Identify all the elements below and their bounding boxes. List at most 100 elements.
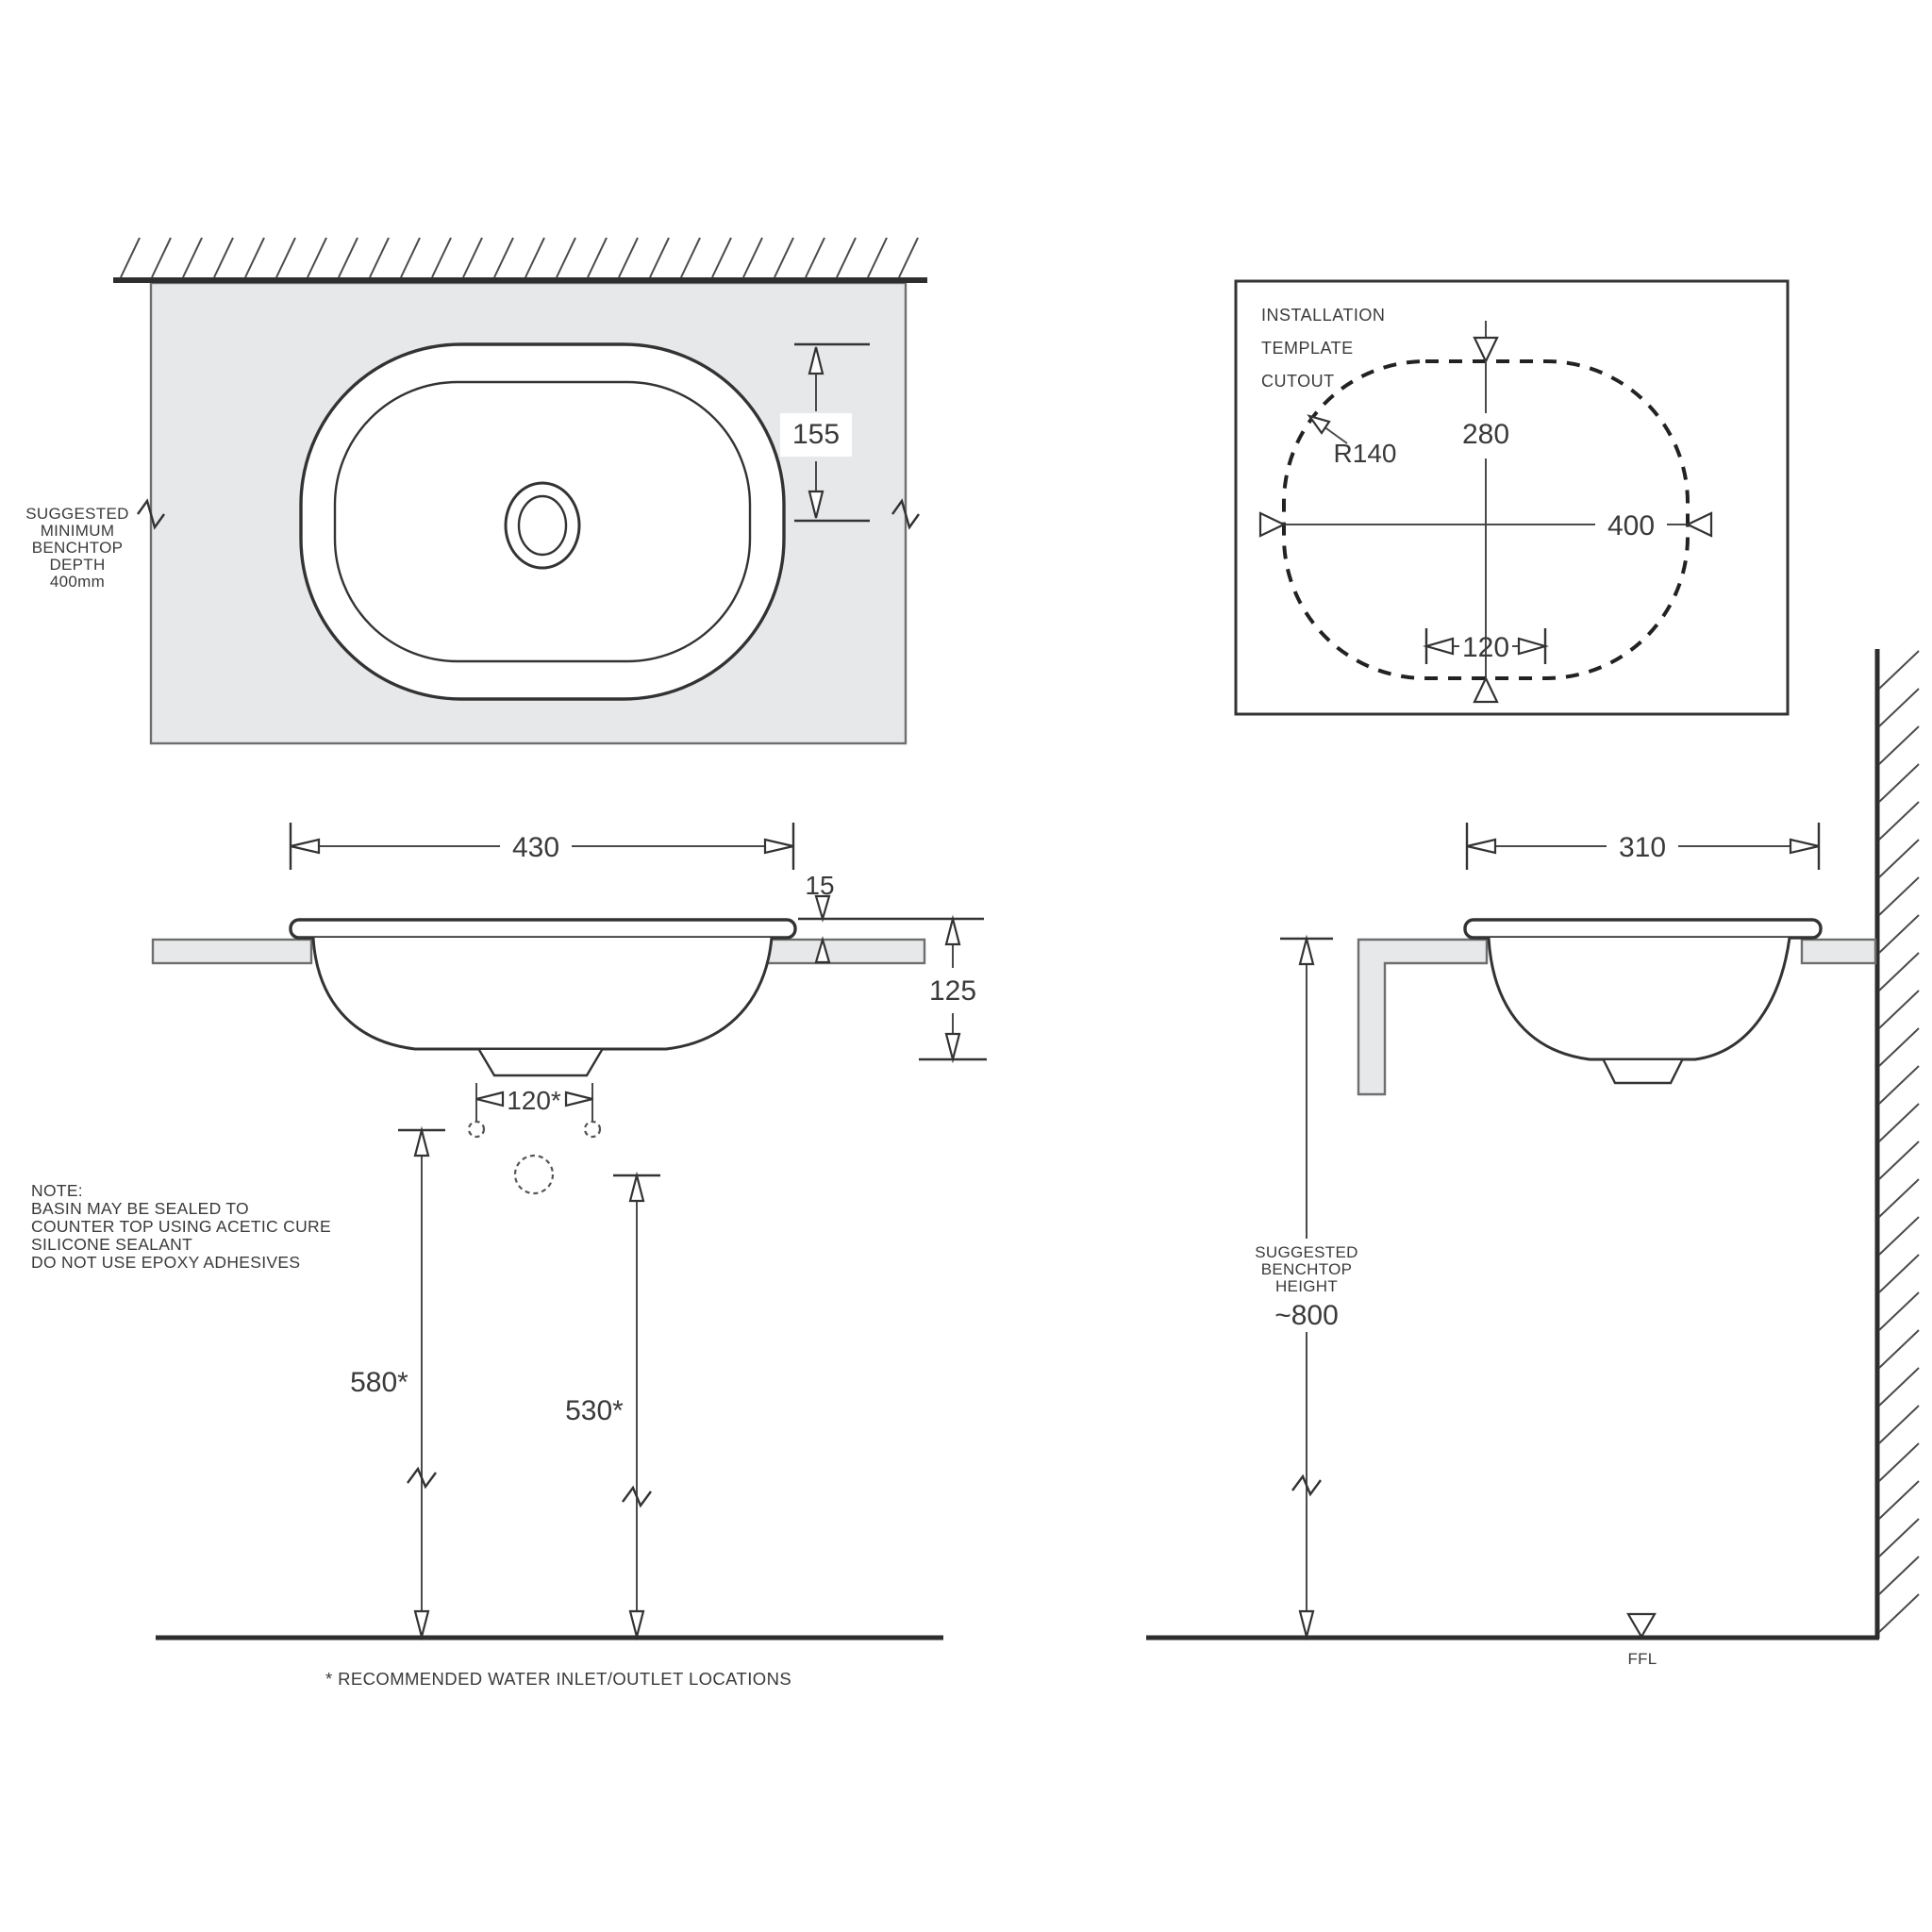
arrow-right-icon <box>763 838 794 855</box>
note-line: COUNTER TOP USING ACETIC CURE <box>31 1217 331 1236</box>
arrow-right-icon <box>1517 637 1550 656</box>
note-line: BENCHTOP <box>32 539 124 557</box>
note-line: DO NOT USE EPOXY ADHESIVES <box>31 1253 300 1272</box>
note-line: 400mm <box>50 573 105 591</box>
arrow-up-icon <box>1473 675 1499 704</box>
dim-label-155: 155 <box>792 419 840 450</box>
drain-outer-plan <box>504 481 581 570</box>
arrow-left-icon <box>1685 511 1713 538</box>
arrow-right-icon <box>1258 511 1287 538</box>
ffl-marker: FFL <box>1626 1612 1657 1668</box>
dim-label-430: 430 <box>512 832 559 863</box>
break-symbol <box>407 1466 437 1490</box>
basin-rim-side <box>1463 918 1823 940</box>
dim-label-125: 125 <box>929 975 976 1007</box>
dimension-120-inlets: 120* <box>475 1083 593 1121</box>
dimension-155: 155 <box>780 342 870 523</box>
dimension-125: 125 <box>917 914 989 1064</box>
note-line: BASIN MAY BE SEALED TO <box>31 1199 249 1218</box>
arrow-up-icon <box>628 1171 645 1203</box>
wall-hatch-plan <box>120 237 919 278</box>
template-title-line: CUTOUT <box>1261 372 1335 391</box>
template-title-line: INSTALLATION <box>1261 306 1385 325</box>
arrow-left-icon <box>1466 838 1497 855</box>
arrow-down-icon <box>628 1609 645 1641</box>
arrow-down-icon <box>1298 1609 1315 1641</box>
dimension-430: 430 <box>289 823 795 870</box>
note-line: HEIGHT <box>1275 1277 1338 1295</box>
arrow-right-icon <box>564 1091 593 1108</box>
dimension-580: 580* <box>350 1125 445 1641</box>
note-line: NOTE: <box>31 1181 83 1200</box>
benchtop-section-wall-side <box>1800 938 1877 965</box>
footer-note: * RECOMMENDED WATER INLET/OUTLET LOCATIO… <box>325 1669 791 1689</box>
benchtop-section-right <box>762 938 926 965</box>
note-line: SUGGESTED <box>25 505 128 523</box>
basin-bowl-front <box>311 937 774 1051</box>
arrow-up-icon <box>814 936 831 964</box>
dimension-280: 280 <box>1450 321 1522 704</box>
arrow-up-icon <box>1298 934 1315 966</box>
basin-rim-front <box>289 918 797 940</box>
arrow-left-icon <box>290 838 321 855</box>
arrow-upleft-icon <box>1307 414 1331 435</box>
arrow-up-icon <box>944 914 961 946</box>
datum-triangle-icon <box>1626 1612 1657 1640</box>
arrow-left-icon <box>1422 637 1455 656</box>
arrow-down-icon <box>413 1609 430 1641</box>
arrow-up-icon <box>413 1125 430 1158</box>
dim-label-280: 280 <box>1462 419 1509 450</box>
drain-side <box>1602 1059 1684 1085</box>
dim-label-580: 580* <box>350 1367 408 1398</box>
note-line: MINIMUM <box>41 522 115 540</box>
benchtop-section-left <box>151 938 313 965</box>
dim-label-15: 15 <box>805 871 834 900</box>
water-inlet-left <box>467 1120 486 1139</box>
note-line: SUGGESTED <box>1255 1243 1357 1261</box>
dim-label-400: 400 <box>1607 510 1655 541</box>
arrow-right-icon <box>1789 838 1820 855</box>
drain-front <box>477 1049 604 1077</box>
basin-inner-edge-plan <box>333 380 752 663</box>
break-symbol-left <box>137 498 165 530</box>
drain-inner-plan <box>517 494 568 557</box>
template-box <box>1234 279 1790 716</box>
front-elevation-view: 430 15 125 <box>31 823 989 1641</box>
arrow-up-icon <box>808 346 824 375</box>
water-outlet <box>513 1154 555 1195</box>
dimension-400: 400 <box>1258 503 1713 546</box>
sealant-note: NOTE: BASIN MAY BE SEALED TO COUNTER TOP… <box>31 1181 331 1272</box>
benchtop-section-front-edge <box>1357 938 1489 1096</box>
dim-label-800: ~800 <box>1274 1300 1339 1331</box>
arrow-down-icon <box>808 490 824 519</box>
note-line: SILICONE SEALANT <box>31 1235 192 1254</box>
dim-label-r140: R140 <box>1334 439 1397 468</box>
note-line: DEPTH <box>49 556 105 574</box>
benchtop-depth-note: SUGGESTED MINIMUM BENCHTOP DEPTH 400mm <box>25 505 128 591</box>
break-symbol-right <box>891 498 920 530</box>
arrow-down-icon <box>944 1032 961 1064</box>
dim-label-530: 530* <box>565 1395 624 1426</box>
plan-view: 155 SUGGESTED MINIMUM BENCHTOP DEPTH 400… <box>25 237 927 745</box>
dimension-310: 310 <box>1465 823 1821 870</box>
dimension-120-template: 120 <box>1422 628 1550 664</box>
wall-hatch-side <box>1878 650 1920 1633</box>
basin-bowl-side <box>1487 937 1791 1061</box>
dim-label-120: 120 <box>1462 632 1509 663</box>
side-elevation-view: 310 SUGGESTED BENCHTOP HEIGHT ~800 F <box>1255 649 1920 1668</box>
dim-label-120-inlets: 120* <box>507 1086 561 1115</box>
break-symbol <box>1291 1474 1322 1497</box>
cutout-template-view: INSTALLATION TEMPLATE CUTOUT 280 400 <box>1234 279 1790 716</box>
arrow-down-icon <box>814 894 831 923</box>
dimension-530: 530* <box>565 1171 660 1641</box>
template-title-line: TEMPLATE <box>1261 339 1354 358</box>
break-symbol <box>622 1485 652 1508</box>
arrow-left-icon <box>475 1091 505 1108</box>
dimension-800: SUGGESTED BENCHTOP HEIGHT ~800 <box>1255 934 1357 1641</box>
dim-label-310: 310 <box>1619 832 1666 863</box>
dimension-r140: R140 <box>1307 414 1397 468</box>
note-line: BENCHTOP <box>1261 1260 1353 1278</box>
ffl-label: FFL <box>1627 1650 1657 1668</box>
arrow-down-icon <box>1473 336 1499 364</box>
